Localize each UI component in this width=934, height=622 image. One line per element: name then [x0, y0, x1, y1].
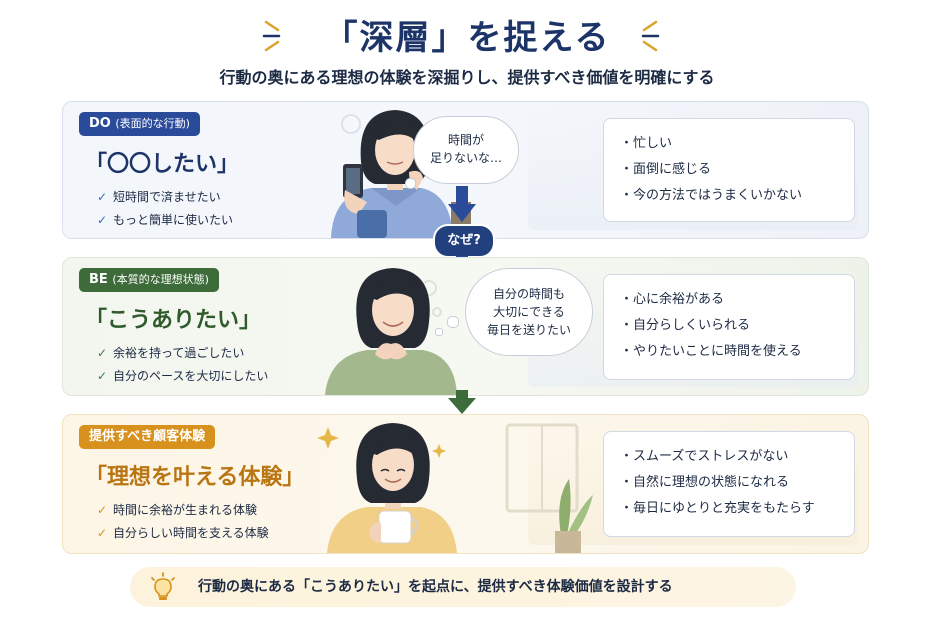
- summary-banner: 行動の奥にある「こうありたい」を起点に、提供すべき体験価値を設計する: [130, 567, 796, 607]
- why-badge: なぜ?: [433, 224, 495, 258]
- summary-text: 行動の奥にある「こうありたい」を起点に、提供すべき体験価値を設計する: [198, 579, 673, 595]
- experience-points-box: ・スムーズでストレスがない ・自然に理想の状態になれる ・毎日にゆとりと充実をも…: [603, 431, 855, 537]
- point-item: ・自分らしくいられる: [620, 318, 751, 333]
- point-item: ・今の方法ではうまくいかない: [620, 188, 803, 203]
- sparkle-left-icon: [262, 20, 281, 52]
- thought-line: 足りないな…: [429, 151, 502, 165]
- point-item: ・やりたいことに時間を使える: [620, 344, 802, 359]
- be-badge-note: (本質的な理想状態): [112, 273, 209, 286]
- experience-check-list: ✓ 時間に余裕が生まれる体験 ✓ 自分らしい時間を支える体験: [97, 499, 269, 545]
- do-section: DO (表面的な行動) 「〇〇したい」 ✓ 短時間で済ませたい ✓ もっと簡単に使い…: [62, 101, 869, 239]
- page-subtitle: 行動の奥にある理想の体験を深掘りし、提供すべき価値を明確にする: [219, 68, 715, 87]
- sparkle-right-icon: [641, 20, 660, 52]
- check-text: 自分のペースを大切にしたい: [113, 369, 269, 383]
- thought-line: 時間が: [447, 133, 484, 147]
- be-check-list: ✓ 余裕を持って過ごしたい ✓ 自分のペースを大切にしたい: [97, 342, 268, 388]
- point-item: ・毎日にゆとりと充実をもたらす: [620, 501, 815, 516]
- experience-badge: 提供すべき顧客体験: [79, 425, 216, 449]
- check-item: ✓ 余裕を持って過ごしたい: [97, 342, 268, 365]
- be-badge-label: BE: [89, 272, 108, 287]
- point-item: ・スムーズでストレスがない: [620, 449, 789, 464]
- thought-line: 毎日を送りたい: [486, 323, 571, 337]
- point-item: ・面倒に感じる: [620, 162, 712, 177]
- point-item: ・忙しい: [620, 136, 673, 151]
- do-badge-note: (表面的な行動): [115, 117, 190, 130]
- bubble-tail: [447, 316, 459, 328]
- be-points-box: ・心に余裕がある ・自分らしくいられる ・やりたいことに時間を使える: [603, 274, 855, 380]
- check-item: ✓ 自分らしい時間を支える体験: [97, 522, 269, 545]
- smiling-woman-illustration: [325, 268, 457, 395]
- check-item: ✓ 短時間で済ませたい: [97, 186, 233, 209]
- page-title: 「深層」を捉える: [323, 18, 611, 58]
- thought-line: 大切にできる: [493, 305, 565, 319]
- down-arrow-icon: [448, 186, 476, 222]
- check-item: ✓ もっと簡単に使いたい: [97, 209, 233, 232]
- down-arrow-icon: [448, 390, 476, 414]
- check-text: 自分らしい時間を支える体験: [113, 526, 269, 540]
- check-item: ✓ 自分のペースを大切にしたい: [97, 365, 268, 388]
- check-icon: ✓: [97, 503, 108, 517]
- experience-headline: 「理想を叶える体験」: [85, 465, 305, 490]
- check-item: ✓ 時間に余裕が生まれる体験: [97, 499, 269, 522]
- do-badge-label: DO: [89, 116, 111, 131]
- be-section: BE (本質的な理想状態) 「こうありたい」 ✓ 余裕を持って過ごしたい ✓ 自分の…: [62, 257, 869, 396]
- check-icon: ✓: [97, 369, 108, 383]
- thought-bubble: 時間が 足りないな…: [413, 116, 519, 184]
- check-icon: ✓: [97, 526, 108, 540]
- check-icon: ✓: [97, 213, 108, 227]
- woman-with-mug-illustration: [317, 423, 593, 553]
- experience-section: 提供すべき顧客体験 「理想を叶える体験」 ✓ 時間に余裕が生まれる体験 ✓ 自分らし…: [62, 414, 869, 554]
- be-headline: 「こうありたい」: [85, 308, 262, 333]
- do-headline: 「〇〇したい」: [85, 152, 240, 177]
- bubble-tail: [435, 328, 443, 336]
- do-badge: DO (表面的な行動): [79, 112, 200, 136]
- point-item: ・自然に理想の状態になれる: [620, 475, 790, 490]
- bubble-tail: [405, 178, 416, 189]
- check-icon: ✓: [97, 190, 108, 204]
- thought-line: 自分の時間も: [492, 287, 565, 301]
- lightbulb-icon: [151, 572, 175, 600]
- do-points-box: ・忙しい ・面倒に感じる ・今の方法ではうまくいかない: [603, 118, 855, 222]
- do-check-list: ✓ 短時間で済ませたい ✓ もっと簡単に使いたい: [97, 186, 233, 232]
- thought-bubble: 自分の時間も 大切にできる 毎日を送りたい: [465, 268, 593, 356]
- check-text: もっと簡単に使いたい: [113, 213, 234, 227]
- check-text: 時間に余裕が生まれる体験: [113, 503, 258, 517]
- point-item: ・心に余裕がある: [620, 292, 725, 307]
- be-badge: BE (本質的な理想状態): [79, 268, 219, 292]
- check-icon: ✓: [97, 346, 108, 360]
- check-text: 余裕を持って過ごしたい: [113, 346, 245, 360]
- check-text: 短時間で済ませたい: [113, 190, 221, 204]
